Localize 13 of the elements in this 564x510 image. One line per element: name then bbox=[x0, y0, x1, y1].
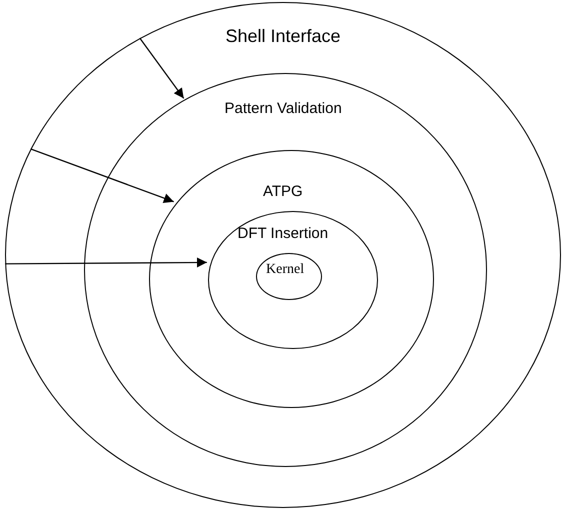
arrow bbox=[5, 258, 207, 268]
arrow bbox=[139, 38, 184, 99]
layer-label: DFT Insertion bbox=[238, 225, 328, 242]
layer-label: ATPG bbox=[263, 183, 303, 200]
layer-ring bbox=[84, 73, 487, 467]
layer-label: Pattern Validation bbox=[224, 100, 342, 117]
kernel-ellipse bbox=[256, 253, 322, 300]
layer-ring bbox=[208, 211, 378, 349]
layer-ring bbox=[149, 150, 434, 408]
layer-label: Kernel bbox=[266, 262, 304, 278]
layer-label: Shell Interface bbox=[226, 26, 341, 47]
arrow bbox=[30, 148, 174, 203]
layer-ring bbox=[5, 2, 561, 508]
